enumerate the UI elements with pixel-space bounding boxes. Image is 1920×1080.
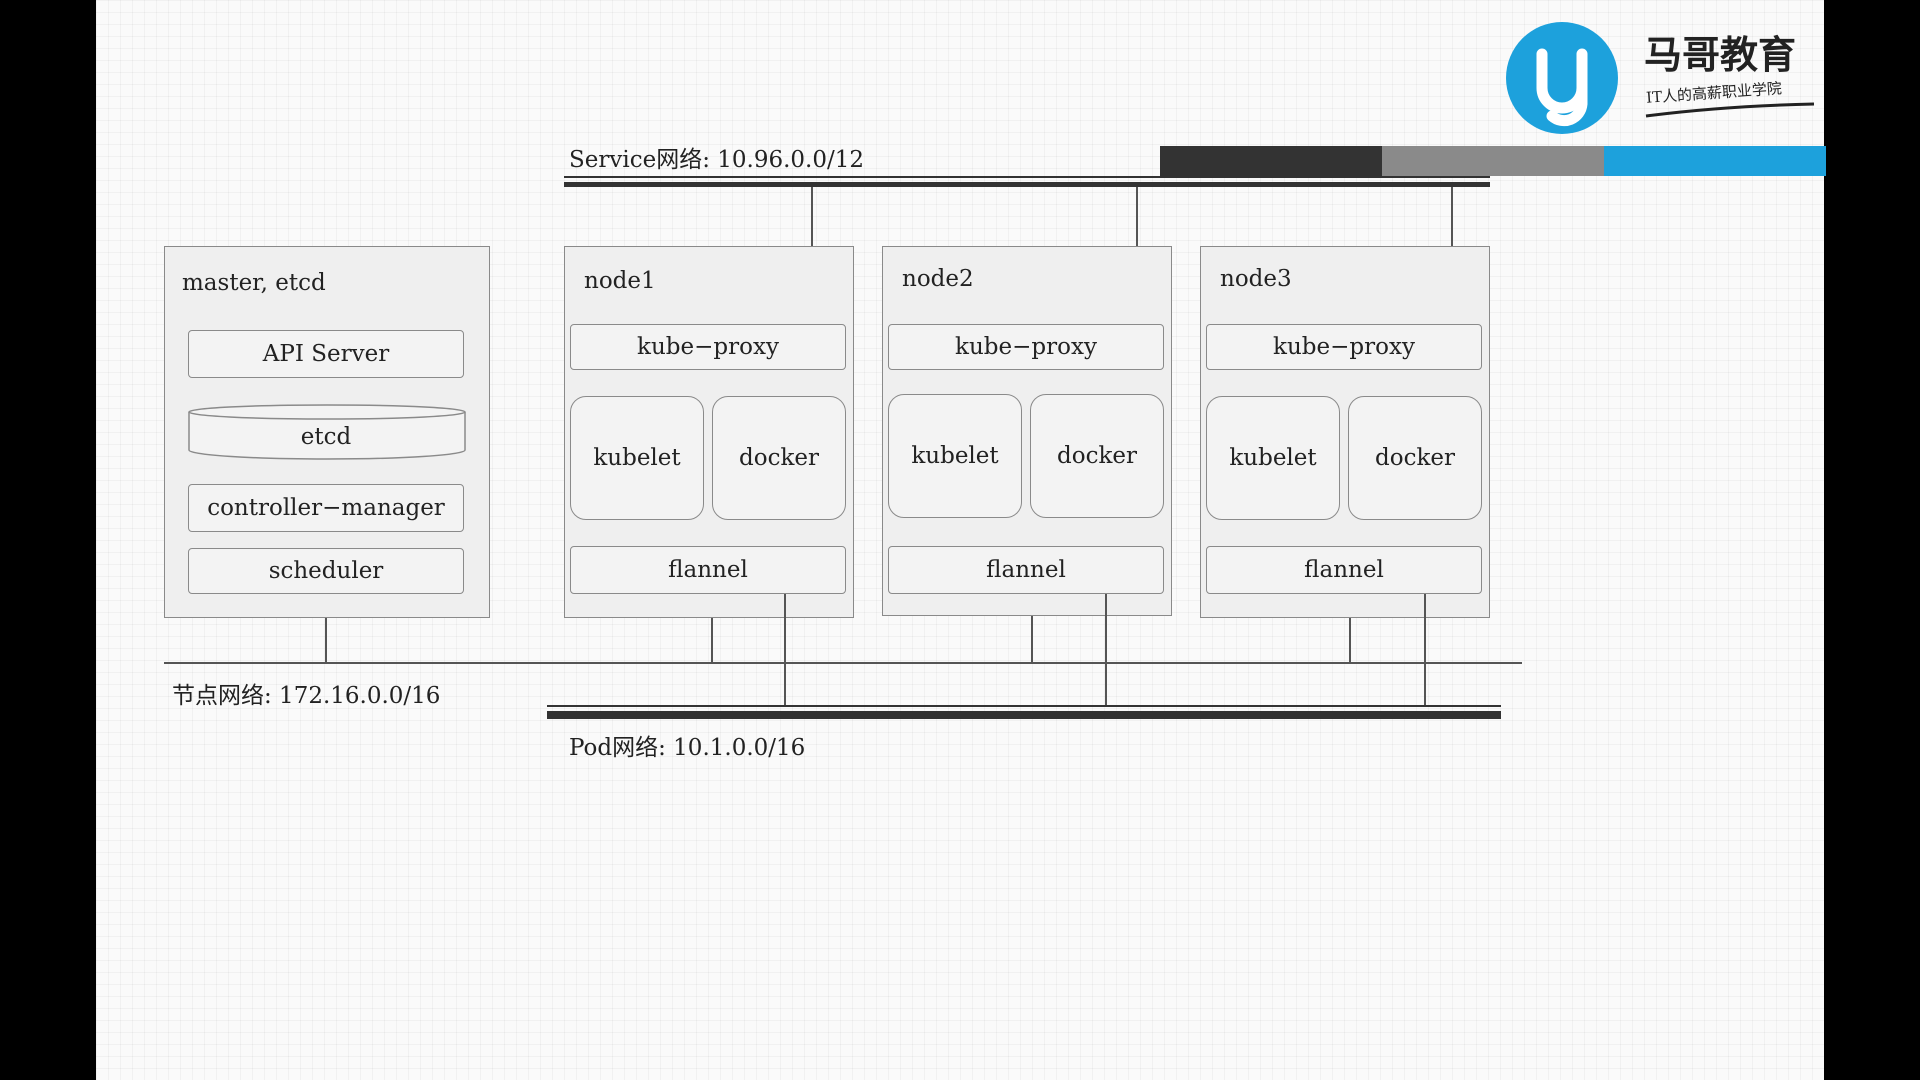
header-bar-gray bbox=[1382, 146, 1604, 176]
etcd-cylinder-icon bbox=[188, 404, 466, 460]
slide: 马哥教育 IT人的高薪职业学院 Service网络: 10.96.0.0/12 … bbox=[96, 0, 1826, 1080]
node1-flannel: flannel bbox=[570, 546, 846, 594]
node-drop-2 bbox=[1031, 616, 1033, 662]
master-title: master, etcd bbox=[182, 270, 326, 296]
node2-kube-proxy: kube−proxy bbox=[888, 324, 1164, 370]
node3-title: node3 bbox=[1220, 266, 1292, 292]
node1-docker: docker bbox=[712, 396, 846, 520]
node3-kubelet: kubelet bbox=[1206, 396, 1340, 520]
pod-drop-3 bbox=[1424, 594, 1426, 706]
header-bar-blue bbox=[1604, 146, 1826, 176]
slogan-underline bbox=[1645, 102, 1815, 118]
scheduler: scheduler bbox=[188, 548, 464, 594]
node2-docker: docker bbox=[1030, 394, 1164, 518]
node1-kube-proxy: kube−proxy bbox=[570, 324, 846, 370]
node2-flannel: flannel bbox=[888, 546, 1164, 594]
node-drop-1 bbox=[711, 618, 713, 662]
node1-title: node1 bbox=[584, 268, 656, 294]
service-network-label: Service网络: 10.96.0.0/12 bbox=[569, 147, 865, 173]
etcd-label: etcd bbox=[300, 424, 352, 450]
node3-docker: docker bbox=[1348, 396, 1482, 520]
node2-kubelet: kubelet bbox=[888, 394, 1022, 518]
pod-network-line-thin bbox=[547, 705, 1501, 707]
node2-title: node2 bbox=[902, 266, 974, 292]
pod-network-label: Pod网络: 10.1.0.0/16 bbox=[569, 735, 806, 761]
node-drop-master bbox=[325, 618, 327, 662]
node1-kubelet: kubelet bbox=[570, 396, 704, 520]
brand-logo-icon bbox=[1506, 22, 1618, 134]
api-server: API Server bbox=[188, 330, 464, 378]
pod-network-line-thick bbox=[547, 711, 1501, 719]
service-network-line-thin bbox=[564, 176, 1490, 178]
node-network-line bbox=[164, 662, 1522, 664]
pod-drop-1 bbox=[784, 594, 786, 706]
node3-flannel: flannel bbox=[1206, 546, 1482, 594]
node-drop-3 bbox=[1349, 618, 1351, 662]
pod-drop-2 bbox=[1105, 594, 1107, 706]
node3-kube-proxy: kube−proxy bbox=[1206, 324, 1482, 370]
brand-name: 马哥教育 bbox=[1644, 33, 1797, 77]
node-network-label: 节点网络: 172.16.0.0/16 bbox=[172, 683, 441, 709]
service-network-line-thick bbox=[564, 182, 1490, 187]
header-bar-dark bbox=[1160, 146, 1382, 176]
controller-manager: controller−manager bbox=[188, 484, 464, 532]
